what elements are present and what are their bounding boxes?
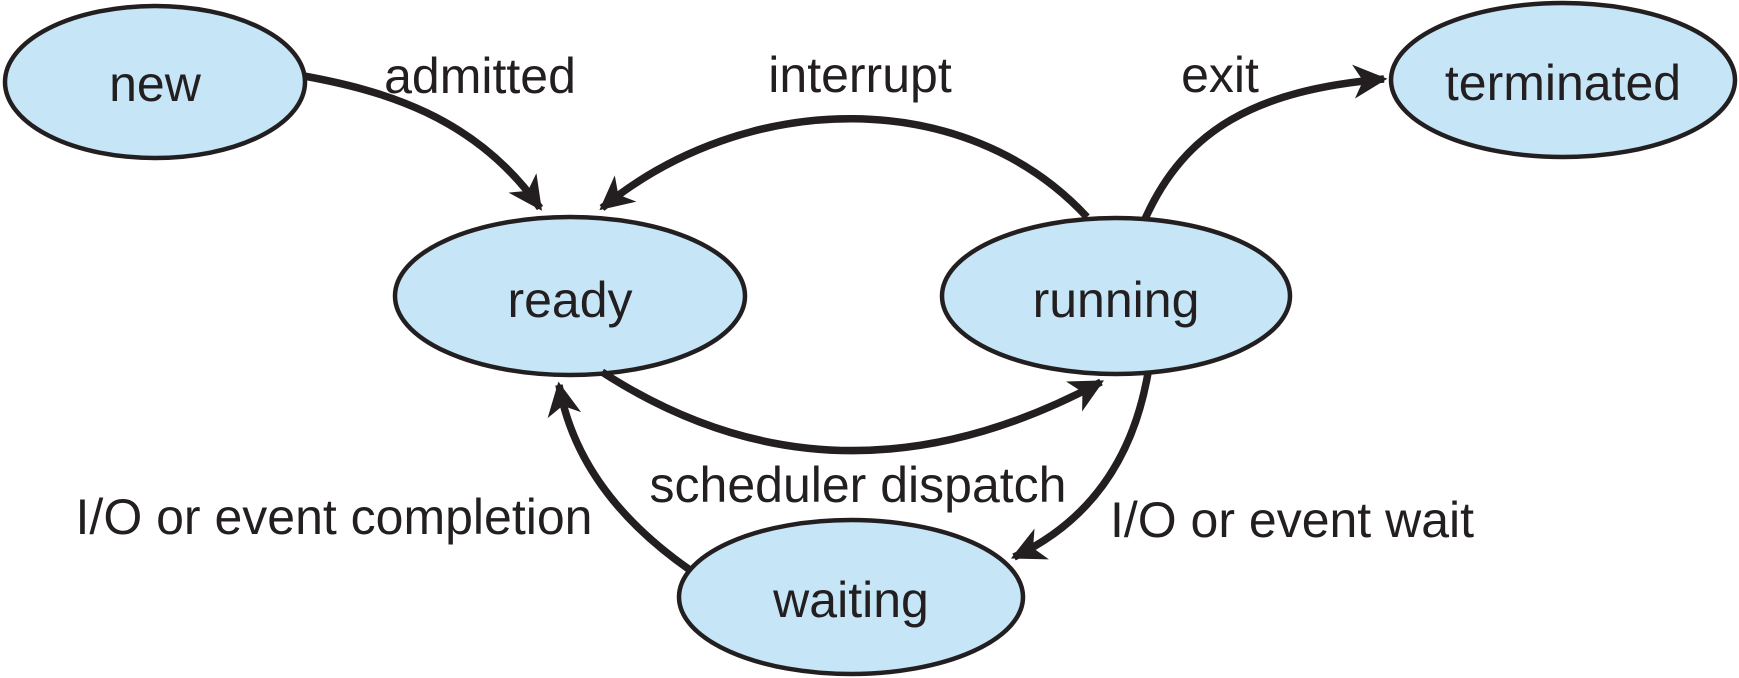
state-running-label: running — [1033, 272, 1200, 328]
transition-admitted-arrow — [303, 72, 544, 211]
state-terminated-ellipse — [1388, 0, 1738, 160]
transition-io-wait-arrow — [1010, 372, 1152, 561]
transition-admitted-label: admitted — [384, 48, 576, 104]
state-terminated: terminated — [1388, 0, 1738, 160]
state-ready-label: ready — [507, 272, 632, 328]
transition-interrupt-arrow — [599, 115, 1090, 220]
state-new-label: new — [109, 56, 202, 112]
transition-exit-arrow — [1141, 64, 1388, 221]
transition-exit-label: exit — [1181, 47, 1259, 103]
state-waiting: waiting — [676, 517, 1026, 677]
state-new: new — [2, 3, 308, 161]
transition-scheduler-dispatch-arrow — [599, 368, 1104, 455]
state-waiting-label: waiting — [772, 572, 929, 628]
transition-scheduler-dispatch-label: scheduler dispatch — [650, 457, 1067, 513]
transition-io-completion-label: I/O or event completion — [76, 489, 593, 545]
transition-interrupt-label: interrupt — [768, 47, 952, 103]
state-waiting-ellipse — [676, 517, 1026, 677]
state-running-ellipse — [939, 215, 1293, 377]
transition-io-wait-label: I/O or event wait — [1110, 492, 1474, 548]
state-ready-ellipse — [392, 214, 748, 378]
transition-io-completion-arrow — [547, 381, 693, 574]
state-ready: ready — [392, 214, 748, 378]
state-new-ellipse — [2, 3, 308, 161]
state-terminated-label: terminated — [1445, 55, 1681, 111]
state-running: running — [939, 215, 1293, 377]
